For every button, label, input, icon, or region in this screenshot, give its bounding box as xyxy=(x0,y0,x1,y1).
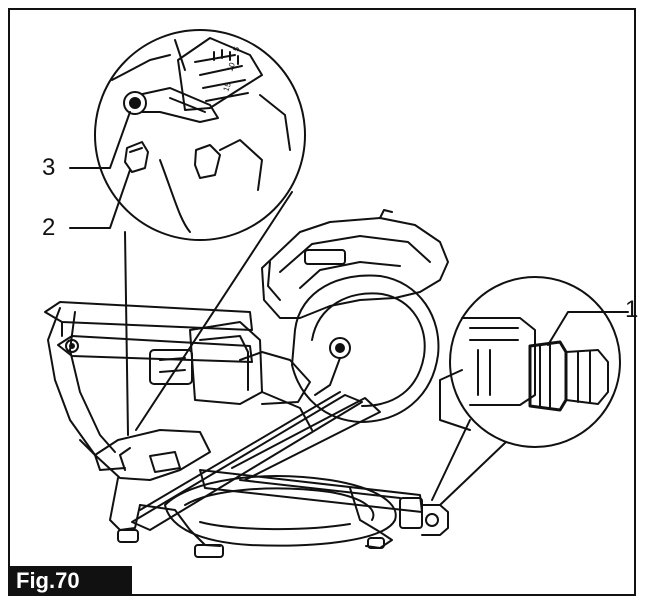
detail-view-top xyxy=(94,29,306,436)
pivot-column xyxy=(149,321,313,431)
leader-2 xyxy=(69,169,131,229)
front-rail xyxy=(199,469,449,549)
blade-guard xyxy=(291,274,440,423)
callout-3: 3 xyxy=(42,154,56,181)
detail-view-right xyxy=(431,276,621,506)
leader-3 xyxy=(69,111,131,169)
turntable xyxy=(164,475,397,547)
slide-rails xyxy=(44,301,253,471)
extension-arm xyxy=(131,391,381,531)
callout-1: 1 xyxy=(625,296,639,323)
callout-leaders xyxy=(69,111,629,346)
base-left xyxy=(79,429,224,558)
motor-housing xyxy=(261,209,449,319)
callout-2: 2 xyxy=(42,214,56,241)
figure-label: Fig.70 xyxy=(8,566,132,596)
miter-saw xyxy=(44,209,449,558)
leader-1 xyxy=(547,311,629,346)
scale-mark: 5 xyxy=(231,45,241,53)
scale-mark: 10 xyxy=(225,61,237,73)
scale-mark: 15 xyxy=(221,81,233,93)
